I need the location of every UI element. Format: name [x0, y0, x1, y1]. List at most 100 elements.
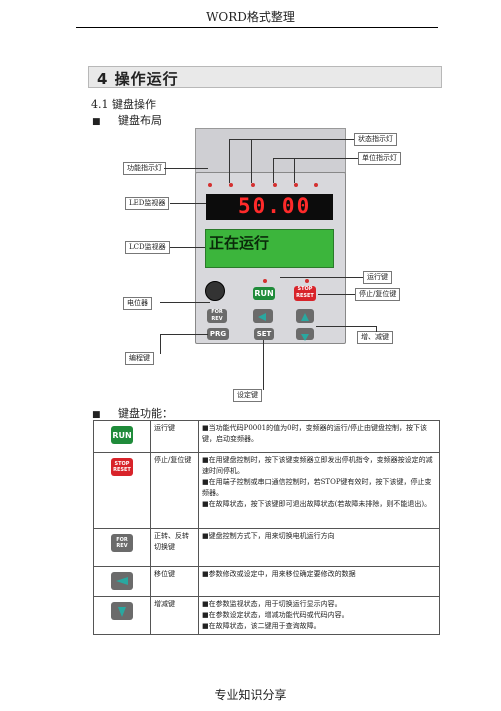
- header-rule: [76, 27, 438, 28]
- bullet-layout-text: 键盘布局: [118, 114, 163, 127]
- page-footer: 专业知识分享: [214, 688, 287, 702]
- bullet-square-icon: ■: [92, 117, 101, 127]
- leader-line: [229, 139, 354, 140]
- arrow-down-icon: [118, 607, 126, 617]
- key-name-cell: 正转、反转切换键: [150, 528, 199, 567]
- indicator-led: [229, 183, 233, 187]
- callout-unit-lamp: 单位指示灯: [358, 152, 401, 165]
- arrow-down-icon: [301, 334, 309, 341]
- key-function-table: RUN 运行键 ■当功能代码P0001的值为0时，变频器的运行/停止由键盘控制，…: [93, 420, 440, 635]
- lcd-readout: 正在运行: [209, 234, 270, 252]
- run-indicator-led: [263, 279, 267, 283]
- set-button[interactable]: SET: [254, 328, 274, 340]
- reset-label: RESET: [113, 467, 131, 473]
- for-label: FOR: [211, 309, 223, 315]
- rev-label: REV: [116, 543, 128, 549]
- key-name-cell: 增减键: [150, 596, 199, 635]
- rev-label: REV: [211, 316, 223, 322]
- table-row: 增减键 ■在参数监视状态，用于切换运行显示内容。 ■在参数设定状态，增减功能代码…: [93, 596, 440, 635]
- inc-dec-key-icon: [111, 602, 133, 620]
- arrow-up-icon: [301, 313, 309, 321]
- chapter-title: 4 操作运行: [97, 70, 179, 88]
- decrease-button[interactable]: [296, 328, 314, 341]
- bullet-layout: ■ 键盘布局: [92, 112, 162, 128]
- reset-label: RESET: [296, 293, 314, 299]
- stop-label: STOP: [297, 286, 313, 292]
- key-name-cell: 移位键: [150, 566, 199, 597]
- leader-line: [294, 158, 295, 183]
- for-rev-button[interactable]: FOR REV: [207, 309, 227, 323]
- callout-program-key: 编程键: [125, 352, 154, 365]
- leader-line: [251, 139, 252, 183]
- bullet-square-icon: ■: [92, 410, 101, 420]
- run-key-icon: RUN: [111, 426, 133, 444]
- key-desc-cell: ■在参数监视状态，用于切换运行显示内容。 ■在参数设定状态，增减功能代码或代码内…: [198, 596, 440, 635]
- leader-line: [160, 334, 208, 335]
- callout-lcd-monitor: LCD监视器: [125, 241, 170, 254]
- led-monitor: 50.00: [206, 194, 333, 220]
- indicator-led: [314, 183, 318, 187]
- arrow-left-icon: [116, 577, 128, 585]
- section-title: 4.1 键盘操作: [91, 98, 156, 111]
- key-icon-cell: [93, 566, 151, 597]
- stop-label: STOP: [114, 461, 130, 467]
- key-desc-cell: ■在用键盘控制时，按下该键变频器立即发出停机指令，变频器按设定的减速时间停机。 …: [198, 452, 440, 529]
- potentiometer-knob[interactable]: [205, 281, 225, 301]
- page-header: WORD格式整理: [206, 10, 295, 24]
- bullet-functions: ■ 键盘功能：: [92, 405, 173, 421]
- key-desc-cell: ■键盘控制方式下，用来切换电机运行方向: [198, 528, 440, 567]
- leader-line: [273, 158, 358, 159]
- prg-button[interactable]: PRG: [207, 328, 229, 340]
- indicator-led: [273, 183, 277, 187]
- indicator-led: [294, 183, 298, 187]
- stop-reset-button[interactable]: STOP RESET: [294, 286, 316, 301]
- callout-stop-reset-key: 停止/复位键: [355, 288, 401, 301]
- run-button[interactable]: RUN: [253, 287, 275, 300]
- callout-potentiometer: 电位器: [123, 297, 152, 310]
- key-name-cell: 运行键: [150, 420, 199, 453]
- leader-line: [316, 326, 376, 327]
- leader-line: [318, 294, 355, 295]
- leader-line: [164, 168, 208, 169]
- for-label: FOR: [116, 537, 128, 543]
- stop-indicator-led: [305, 279, 309, 283]
- chapter-banner: 4 操作运行: [88, 66, 442, 88]
- leader-line: [229, 139, 230, 183]
- key-name-cell: 停止/复位键: [150, 452, 199, 529]
- table-row: RUN 运行键 ■当功能代码P0001的值为0时，变频器的运行/停止由键盘控制，…: [93, 420, 440, 453]
- callout-run-key: 运行键: [363, 271, 392, 284]
- key-desc-cell: ■参数修改或设定中，用来移位确定要修改的数据: [198, 566, 440, 597]
- led-readout: 50.00: [238, 194, 312, 218]
- callout-status-lamp: 状态指示灯: [354, 133, 397, 146]
- leader-line: [376, 326, 377, 332]
- key-desc-cell: ■当功能代码P0001的值为0时，变频器的运行/停止由键盘控制，按下该键，启动变…: [198, 420, 440, 453]
- leader-line: [280, 277, 363, 278]
- shift-button[interactable]: [253, 309, 273, 323]
- lcd-monitor: 正在运行: [205, 229, 334, 268]
- keypad-top: [195, 128, 346, 173]
- callout-func-lamp: 功能指示灯: [123, 162, 166, 175]
- callout-led-monitor: LED监视器: [125, 197, 170, 210]
- leader-line: [160, 302, 210, 303]
- leader-line: [170, 203, 206, 204]
- callout-inc-dec-key: 增、减键: [357, 331, 393, 344]
- bullet-functions-text: 键盘功能：: [118, 407, 174, 420]
- leader-line: [263, 340, 264, 390]
- table-row: 移位键 ■参数修改或设定中，用来移位确定要修改的数据: [93, 566, 440, 597]
- increase-button[interactable]: [296, 309, 314, 323]
- shift-key-icon: [111, 572, 133, 590]
- key-icon-cell: [93, 596, 151, 635]
- callout-set-key: 设定键: [233, 389, 262, 402]
- indicator-led: [208, 183, 212, 187]
- key-icon-cell: RUN: [93, 420, 151, 453]
- arrow-left-icon: [258, 313, 266, 321]
- leader-line: [170, 247, 205, 248]
- indicator-led: [251, 183, 255, 187]
- leader-line: [273, 158, 274, 183]
- leader-line: [160, 334, 161, 354]
